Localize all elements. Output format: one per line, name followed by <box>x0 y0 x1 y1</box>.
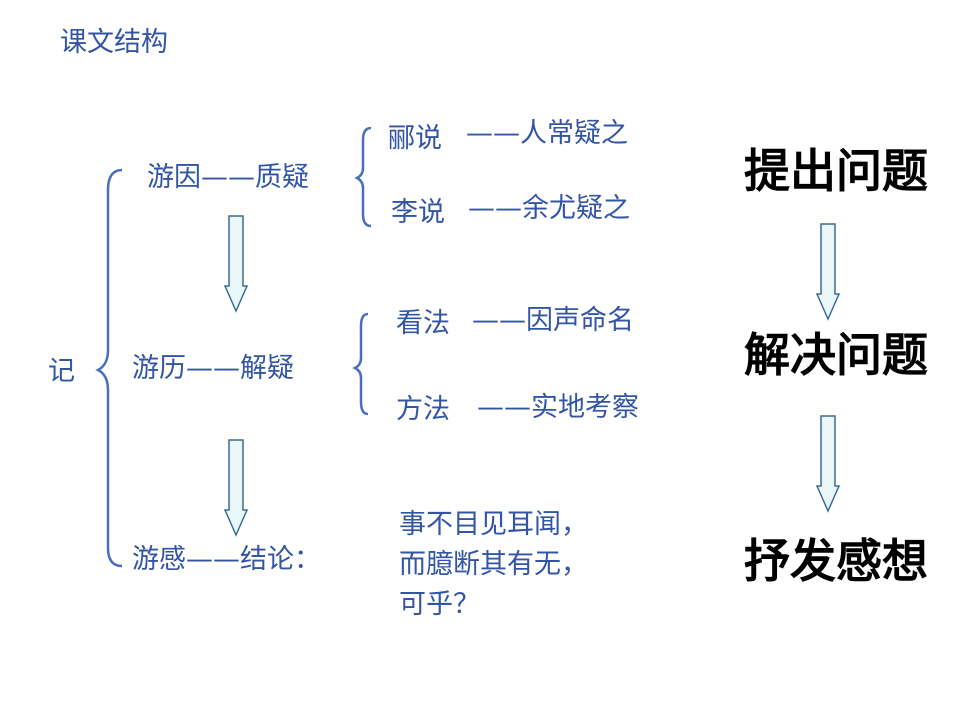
sub-brace-cause <box>354 126 372 228</box>
item-method-detail: ——实地考察 <box>477 392 639 423</box>
section-label-cause: 游因——质疑 <box>147 162 309 193</box>
item-li-bo-shuo-detail: ——余尤疑之 <box>468 193 630 224</box>
conclusion-line-3: 可乎？ <box>399 589 480 620</box>
item-view: 看法 <box>396 308 450 339</box>
down-arrow-right-2 <box>815 415 841 513</box>
main-brace <box>95 168 123 568</box>
root-label: 记 <box>48 356 75 387</box>
sub-brace-experience <box>352 312 369 416</box>
down-arrow-2 <box>223 439 249 537</box>
section-label-experience: 游历——解疑 <box>132 353 294 384</box>
item-method: 方法 <box>396 394 450 425</box>
conclusion-line-2: 而臆断其有无， <box>399 549 588 580</box>
step-solve-question: 解决问题 <box>744 328 928 382</box>
down-arrow-1 <box>223 215 249 313</box>
item-view-detail: ——因声命名 <box>472 305 634 336</box>
page-title: 课文结构 <box>60 27 168 58</box>
down-arrow-right-1 <box>815 223 841 321</box>
item-li-shuo: 郦说 <box>388 123 442 154</box>
item-li-shuo-detail: ——人常疑之 <box>466 118 628 149</box>
step-express-feelings: 抒发感想 <box>744 534 928 588</box>
section-label-reflection: 游感——结论： <box>132 544 321 575</box>
step-raise-question: 提出问题 <box>744 144 928 198</box>
conclusion-line-1: 事不目见耳闻， <box>399 509 588 540</box>
item-li-bo-shuo: 李说 <box>391 197 445 228</box>
